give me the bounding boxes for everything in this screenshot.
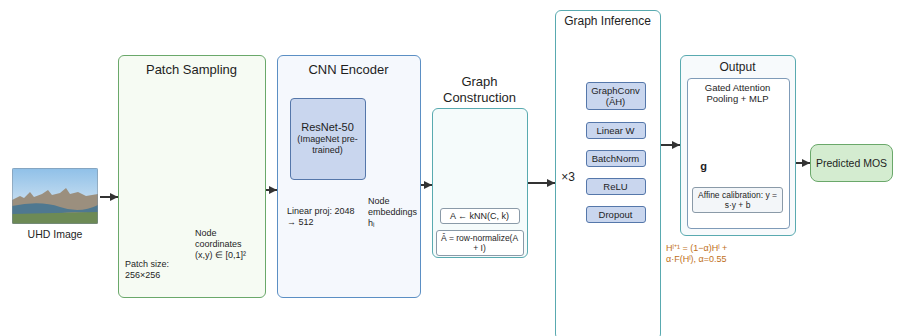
- panel-heading: CNN Encoder: [278, 62, 419, 78]
- node-label: GraphConv (ÂH): [590, 85, 642, 108]
- vector-symbol: g: [698, 160, 710, 173]
- node-label: Â = row-normalize(A + I): [440, 233, 520, 253]
- annotation: Linear proj: 2048 → 512: [287, 206, 365, 228]
- uhd-photo: [12, 168, 98, 224]
- image-caption: UHD Image: [10, 228, 100, 241]
- stage-panel: CNN EncoderLinear proj: 2048 → 512Node e…: [277, 55, 421, 298]
- uhd-photo: [12, 188, 98, 224]
- pooling-box: Gated Attention Pooling + MLP gAffine cal…: [687, 78, 790, 229]
- layer-block: Dropout: [586, 206, 646, 223]
- repeat-count: ×3: [558, 170, 578, 184]
- panel-heading: Graph Construction: [433, 74, 526, 105]
- node-label: ResNet-50: [301, 121, 354, 134]
- backbone-box: ResNet-50(ImageNet pre-trained): [290, 98, 366, 180]
- flow-arrow: [100, 196, 118, 198]
- node-label: ReLU: [603, 181, 627, 192]
- annotation: Node coordinates (x,y) ∈ [0,1]²: [195, 228, 261, 260]
- layer-block: ReLU: [586, 178, 646, 195]
- node-label: A ← kNN(C, k): [450, 211, 509, 222]
- node-label: Dropout: [599, 209, 633, 220]
- layer-block: BatchNorm: [586, 150, 646, 167]
- annotation: Patch size: 256×256: [125, 259, 197, 281]
- layer-block: Linear W: [586, 122, 646, 139]
- uhd-photo: [12, 168, 98, 224]
- formula-box: A ← kNN(C, k): [440, 208, 520, 225]
- node-label: Linear W: [596, 125, 634, 136]
- box-title: Gated Attention Pooling + MLP: [690, 82, 786, 105]
- panel-heading: Output: [681, 60, 794, 74]
- uhd-photo: [12, 212, 98, 224]
- stage-panel: Patch SamplingPatch size: 256×256Node co…: [118, 55, 266, 298]
- layer-block: GraphConv (ÂH): [586, 82, 646, 111]
- formula-box: Â = row-normalize(A + I): [436, 230, 524, 256]
- formula-box: Affine calibration: y = s·y + b: [692, 187, 783, 213]
- update-formula: Hˡ⁺¹ = (1−α)Hˡ + α·F(Hˡ), α=0.55: [666, 243, 738, 265]
- flow-arrow: [266, 189, 277, 191]
- input-image: UHD Image: [10, 166, 100, 250]
- node-label: Predicted MOS: [816, 157, 887, 170]
- node-label: Affine calibration: y = s·y + b: [696, 190, 779, 210]
- flow-arrow: [528, 182, 555, 184]
- node-label: (ImageNet pre-trained): [294, 134, 362, 156]
- flow-arrow: [421, 184, 432, 186]
- panel-heading: Graph Inference: [556, 14, 659, 28]
- flow-arrow: [796, 162, 810, 164]
- uhd-photo: [12, 168, 98, 224]
- stage-panel: Graph ConstructionA ← kNN(C, k)Â = row-n…: [432, 108, 528, 258]
- flow-arrow: [661, 144, 680, 146]
- stage-panel: Graph Inference×3Hˡ⁺¹ = (1−α)Hˡ + α·F(Hˡ…: [555, 10, 661, 336]
- node-label: BatchNorm: [592, 153, 640, 164]
- panel-heading: Patch Sampling: [119, 62, 264, 78]
- output-box: Predicted MOS: [810, 144, 893, 182]
- annotation: Node embeddings hᵢ: [368, 196, 420, 228]
- stage-panel: OutputGated Attention Pooling + MLP gAffi…: [680, 55, 796, 236]
